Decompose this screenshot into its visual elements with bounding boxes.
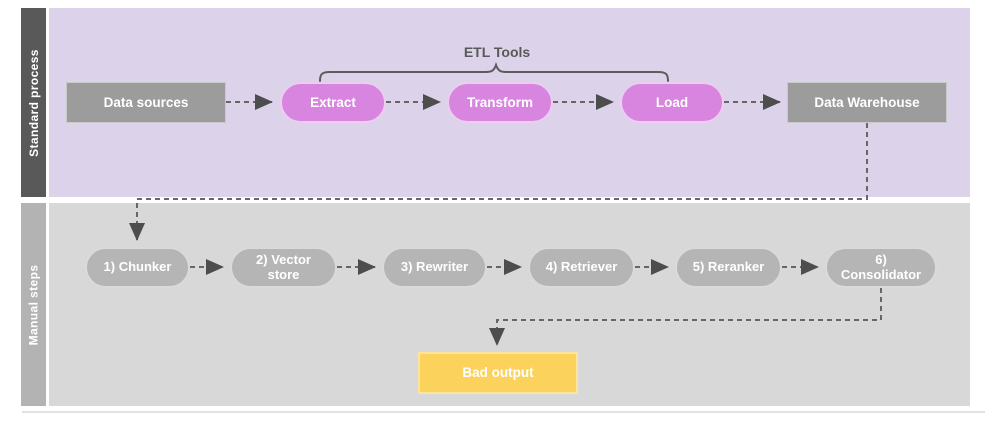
node-extract: Extract xyxy=(280,82,386,123)
node-rewriter: 3) Rewriter xyxy=(382,247,487,288)
bottom-divider-line xyxy=(22,411,985,413)
node-reranker: 5) Reranker xyxy=(675,247,782,288)
node-data-sources: Data sources xyxy=(66,82,226,123)
lane-header-manual-steps: Manual steps xyxy=(21,203,46,406)
node-data-warehouse: Data Warehouse xyxy=(787,82,947,123)
node-retriever: 4) Retriever xyxy=(528,247,635,288)
node-chunker: 1) Chunker xyxy=(85,247,190,288)
node-vector-store: 2) Vector store xyxy=(230,247,337,288)
node-transform: Transform xyxy=(447,82,553,123)
lane-label-standard-process: Standard process xyxy=(26,48,41,157)
node-consolidator: 6) Consolidator xyxy=(825,247,937,288)
etl-tools-group-label: ETL Tools xyxy=(463,44,531,60)
lane-label-manual-steps: Manual steps xyxy=(26,264,41,345)
node-load: Load xyxy=(620,82,724,123)
lane-header-standard-process: Standard process xyxy=(21,8,46,197)
node-bad-output: Bad output xyxy=(418,352,578,394)
